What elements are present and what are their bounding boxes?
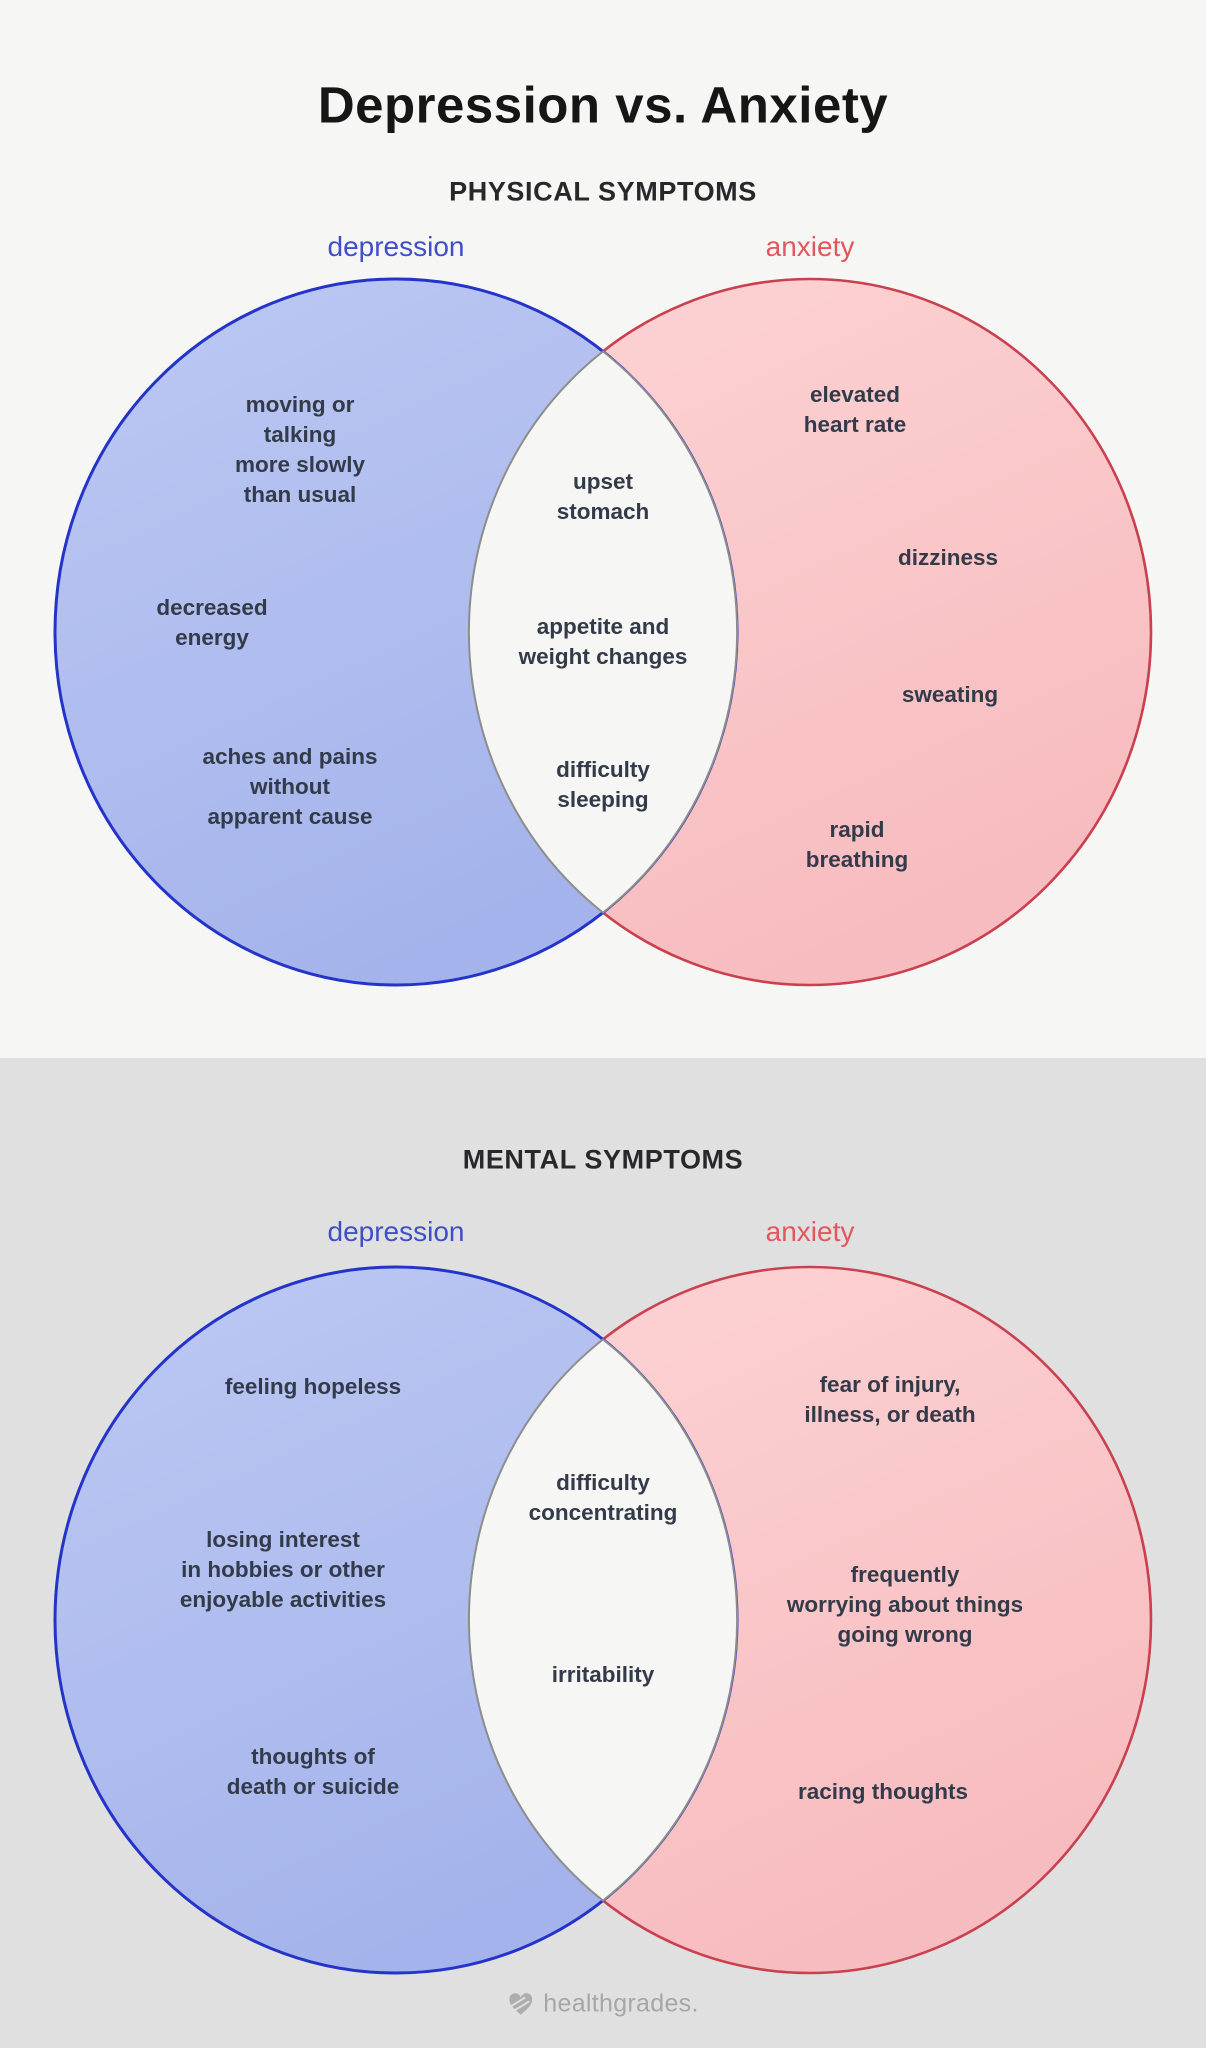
symptom-text: difficulty concentrating (528, 1470, 678, 1525)
overlap-lens (467, 350, 739, 914)
symptom-text: decreased energy (156, 595, 268, 650)
symptom-text: feeling hopeless (224, 1374, 402, 1400)
anxiety-label-physical: anxiety (765, 231, 855, 262)
symptom-text: irritability (551, 1662, 655, 1688)
symptom-text: thoughts of death or suicide (226, 1744, 400, 1799)
symptom-text: upset stomach (556, 469, 650, 524)
page-title: Depression vs. Anxiety (317, 76, 889, 134)
symptom-text: losing interest in hobbies or other enjo… (179, 1527, 387, 1612)
overlap-lens (467, 1338, 739, 1902)
section-heading-mental: MENTAL SYMPTOMS (462, 1144, 744, 1175)
symptom-text: rapid breathing (805, 817, 909, 872)
healthgrades-heart-icon (509, 1993, 533, 2015)
symptom-text: elevated heart rate (803, 382, 907, 437)
symptom-text: appetite and weight changes (518, 614, 688, 669)
symptom-text: moving or talking more slowly than usual (234, 392, 366, 507)
anxiety-label-mental: anxiety (765, 1216, 855, 1247)
symptom-text: aches and pains without apparent cause (202, 744, 378, 829)
symptom-text: fear of injury, illness, or death (804, 1372, 976, 1427)
symptom-text: sweating (901, 682, 999, 708)
symptom-text: dizziness (897, 545, 999, 571)
symptom-text: racing thoughts (798, 1779, 968, 1805)
depression-label-physical: depression (327, 231, 465, 262)
section-heading-physical: PHYSICAL SYMPTOMS (449, 176, 757, 207)
depression-label-mental: depression (327, 1216, 465, 1247)
symptom-text: difficulty sleeping (556, 757, 650, 812)
venn-diagram-mental (53, 1265, 1153, 1975)
brand-footer: healthgrades. (507, 1990, 698, 2019)
brand-name: healthgrades. (543, 1989, 699, 2018)
symptom-text: frequently worrying about things going w… (786, 1562, 1024, 1647)
venn-diagram-physical (53, 277, 1153, 987)
